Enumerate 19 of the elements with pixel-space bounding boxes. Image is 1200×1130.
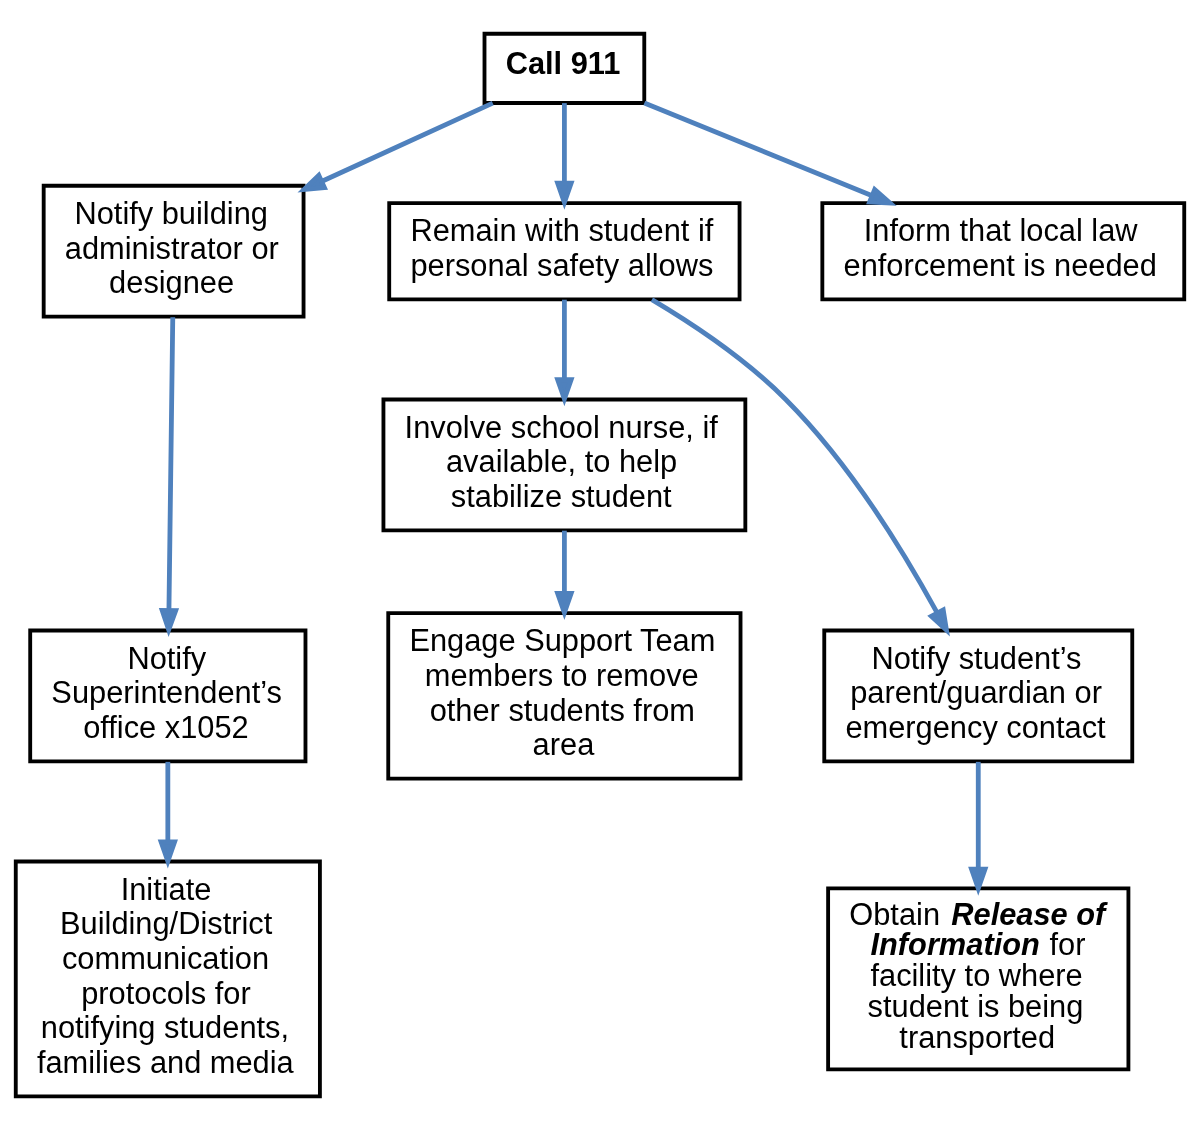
- node-box: Inform that local law enforcement is needed: [820, 201, 1187, 302]
- arrow: [157, 761, 178, 869]
- arrow: [554, 530, 575, 620]
- node-box: Call 911: [482, 31, 647, 105]
- node-box: Notify building administrator or designee: [41, 183, 306, 319]
- node-box: Initiate Building/District communication protocols for notifying students, families and media: [13, 859, 322, 1099]
- arrow: [554, 299, 575, 407]
- arrow: [643, 100, 897, 206]
- node-box: Obtain Release of Information for facility to where student is being transported: [826, 886, 1131, 1072]
- node-box: Notify Superintendent’s office x1052: [28, 628, 308, 764]
- arrow: [554, 103, 575, 210]
- node-box: Involve school nurse, if available, to help stabilize student: [381, 397, 748, 533]
- arrow: [158, 317, 180, 638]
- node-box: Notify student’s parent/guardian or emergency contact: [822, 628, 1135, 764]
- node-box: Engage Support Team members to remove other students from area: [386, 611, 743, 781]
- arrow: [297, 100, 494, 193]
- arrow: [650, 297, 950, 637]
- node-box: Remain with student if personal safety allows: [387, 201, 742, 302]
- arrow: [968, 761, 989, 896]
